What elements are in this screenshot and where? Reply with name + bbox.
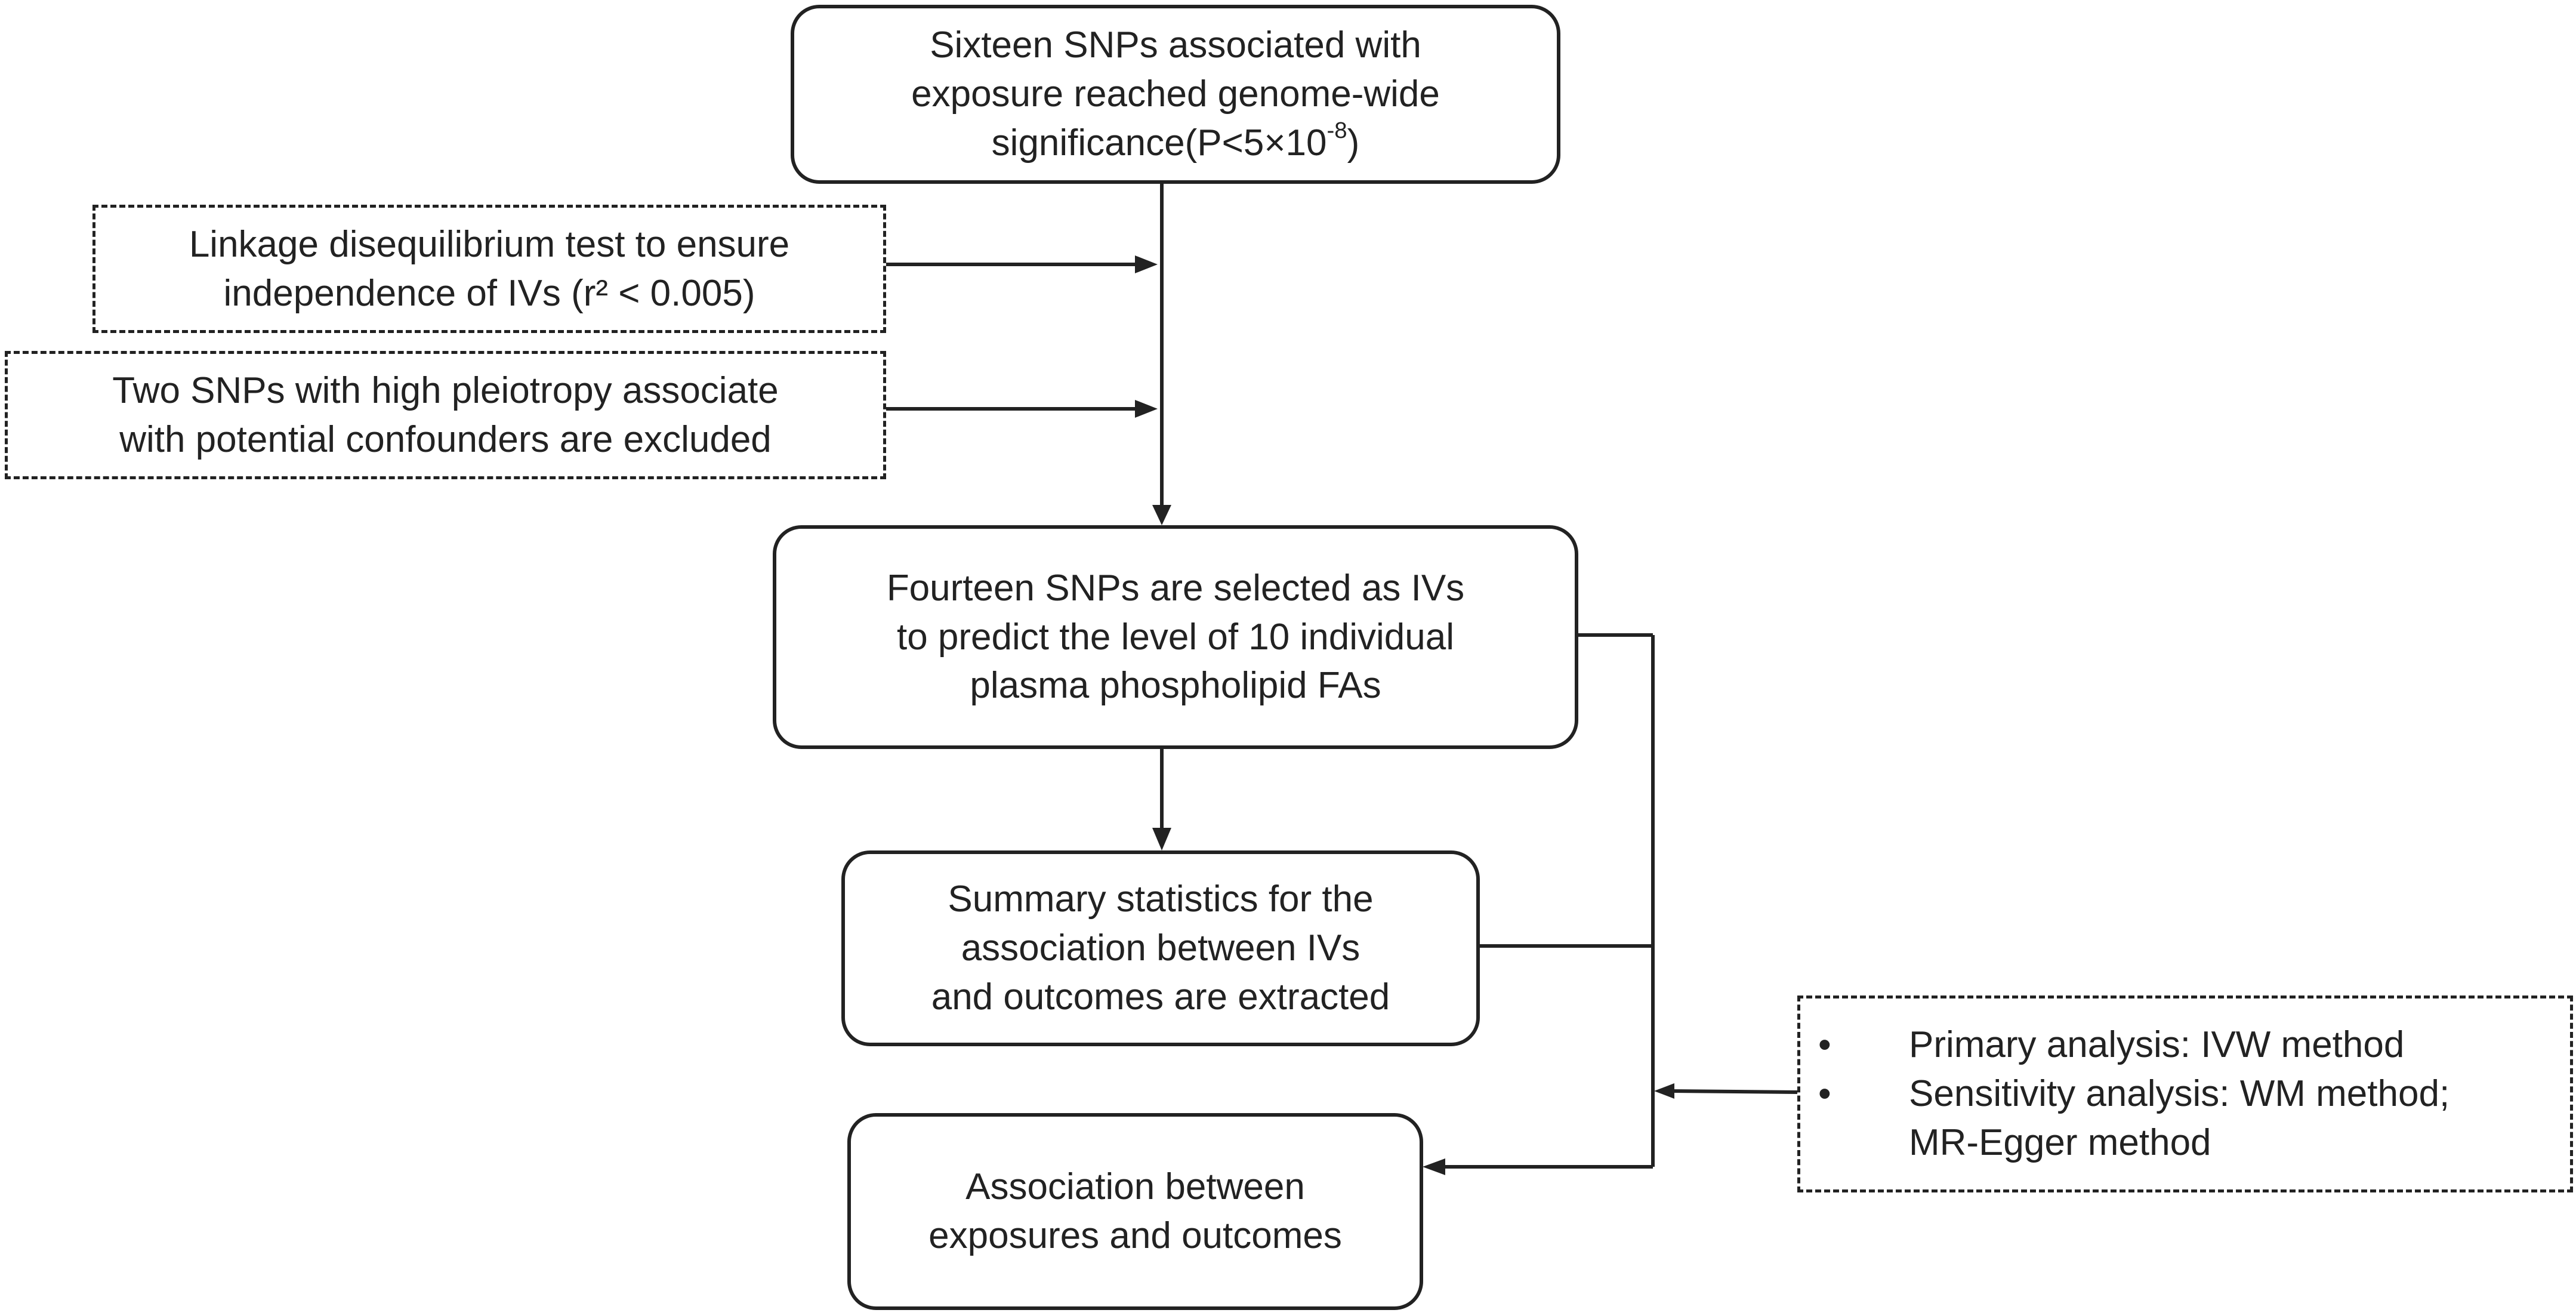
summary-line-3: and outcomes are extracted — [931, 976, 1390, 1018]
methods-bullet-primary: Primary analysis: IVW method — [1818, 1021, 2449, 1070]
pleiotropy-box: Two SNPs with high pleiotropy associate … — [5, 351, 886, 479]
ld-test-line-2: independence of IVs (r² < 0.005) — [223, 272, 755, 314]
arrowhead-methods — [1654, 1083, 1674, 1099]
summary-line-1: Summary statistics for the — [948, 879, 1374, 920]
summary-line-2: association between IVs — [961, 927, 1361, 969]
start-line-1: Sixteen SNPs associated with — [930, 24, 1421, 66]
ld-test-line-1: Linkage disequilibrium test to ensure — [189, 223, 790, 265]
ld-test-box: Linkage disequilibrium test to ensure in… — [92, 205, 886, 333]
start-line-3-prefix: significance(P<5×10 — [991, 122, 1327, 164]
arrowhead-selected — [1152, 505, 1171, 525]
arrowhead-summary — [1152, 828, 1171, 850]
selected-line-3: plasma phospholipid FAs — [970, 665, 1381, 707]
arrowhead-association — [1423, 1158, 1445, 1175]
pleiotropy-line-1: Two SNPs with high pleiotropy associate — [112, 369, 779, 411]
summary-statistics-box: Summary statistics for the association b… — [841, 850, 1480, 1046]
arrowhead-pleiotropy — [1135, 400, 1158, 418]
methods-bullet-sensitivity-text: Sensitivity analysis: WM method; — [1909, 1073, 2450, 1115]
selected-ivs-box: Fourteen SNPs are selected as IVs to pre… — [773, 525, 1578, 749]
methods-box: Primary analysis: IVW method Sensitivity… — [1797, 996, 2573, 1192]
methods-bullet-sensitivity-continued: MR-Egger method — [1909, 1121, 2211, 1163]
association-line-1: Association between — [965, 1166, 1305, 1208]
start-line-2: exposure reached genome-wide — [911, 73, 1440, 115]
arrowhead-ld-test — [1135, 255, 1158, 273]
start-line-3-exponent: -8 — [1326, 118, 1347, 144]
arrow-methods — [1670, 1089, 1798, 1094]
methods-bullet-primary-text: Primary analysis: IVW method — [1909, 1024, 2405, 1066]
methods-bullet-sensitivity: Sensitivity analysis: WM method; — [1818, 1070, 2449, 1118]
association-box: Association between exposures and outcom… — [847, 1113, 1423, 1310]
pleiotropy-line-2: with potential confounders are excluded — [119, 418, 772, 460]
selected-line-1: Fourteen SNPs are selected as IVs — [886, 567, 1465, 609]
start-line-3-suffix: ) — [1347, 122, 1360, 164]
selected-line-2: to predict the level of 10 individual — [896, 616, 1454, 658]
start-box: Sixteen SNPs associated with exposure re… — [791, 5, 1560, 184]
association-line-2: exposures and outcomes — [928, 1215, 1342, 1256]
